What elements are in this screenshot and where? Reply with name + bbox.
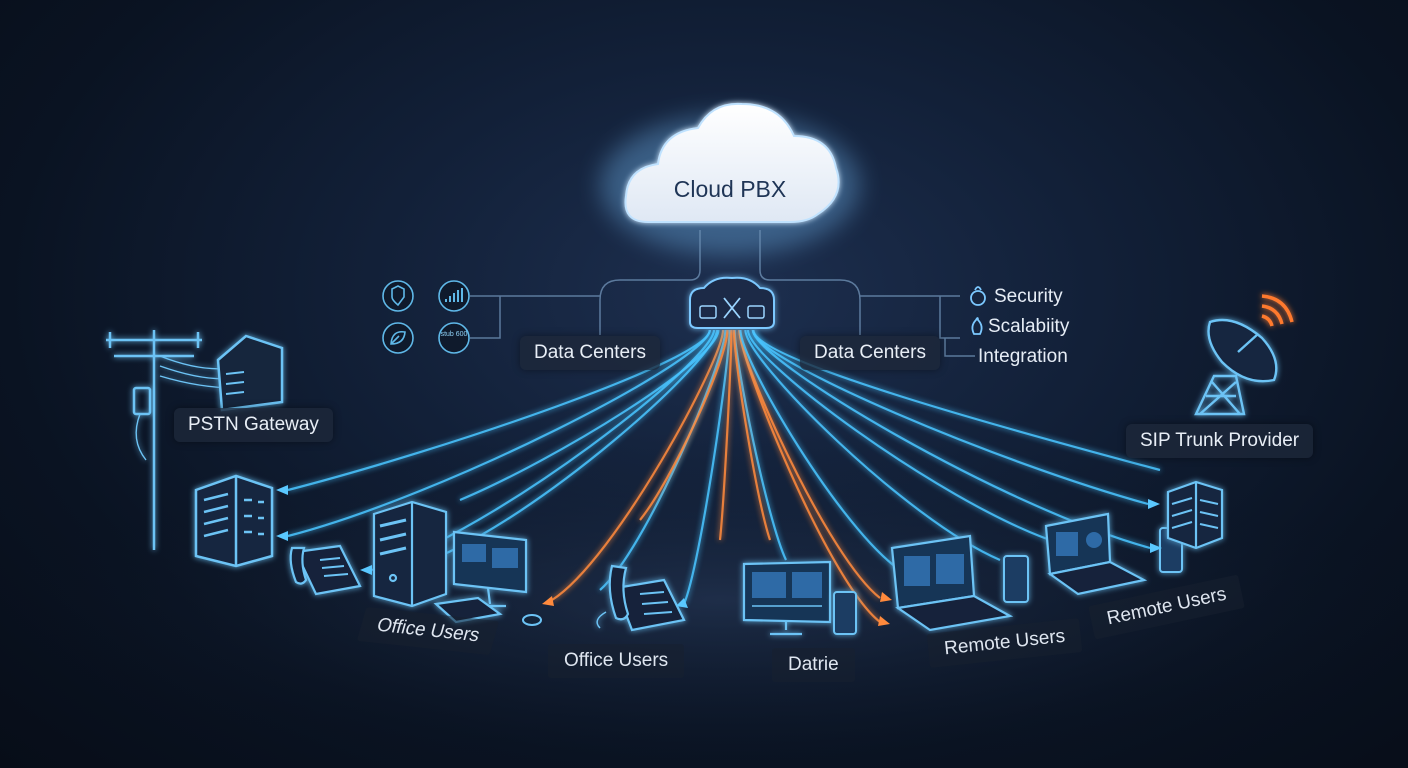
endpoint-label-datrie: Datrie (772, 648, 855, 682)
sip-trunk-provider-label: SIP Trunk Provider (1126, 424, 1314, 458)
desk-phone-icon (289, 544, 362, 596)
network-cable (751, 329, 1149, 506)
feature-security: Security (994, 286, 1063, 307)
feature-scalability: Scalabiity (988, 316, 1070, 337)
laptop-icon (890, 534, 1014, 632)
mouse-icon (522, 614, 542, 626)
house-icon (216, 334, 284, 412)
endpoint-label-office-users-2: Office Users (548, 644, 685, 678)
laptop-icon (1044, 512, 1148, 596)
network-cable (746, 329, 1051, 542)
network-cable (732, 329, 772, 541)
network-cable (459, 329, 720, 502)
hub-branch-lines (470, 230, 975, 357)
shield-icon (382, 280, 414, 312)
network-cable (551, 329, 725, 601)
signal-bars-icon (438, 280, 470, 312)
desktop-monitor-icon (742, 560, 832, 636)
mini-icons (382, 280, 470, 354)
mobile-phone-icon (833, 591, 857, 635)
server-tower-icon (372, 500, 448, 608)
mobile-phone-icon (1003, 555, 1029, 603)
cloud-pbx (624, 102, 840, 223)
office-building-icon (194, 474, 274, 568)
network-cable (739, 329, 901, 571)
central-hub (689, 276, 775, 329)
arrowheads (276, 485, 1162, 608)
network-cable (287, 329, 711, 492)
metrics-icon-text: stub 600 (441, 331, 468, 338)
leaf-icon (382, 322, 414, 354)
network-cable (682, 329, 731, 605)
desk-phone-icon (596, 564, 686, 632)
network-cable (718, 329, 733, 541)
lock-icon (970, 286, 986, 306)
pstn-gateway-label: PSTN Gateway (174, 408, 333, 442)
network-cable (287, 329, 711, 538)
network-cable (733, 329, 787, 561)
network-cable (639, 329, 729, 521)
network-cable (738, 329, 881, 599)
arrowheads-orange (542, 592, 892, 626)
data-centers-left-label: Data Centers (520, 336, 660, 370)
scale-icon (971, 317, 983, 335)
data-centers-right-label: Data Centers (800, 336, 940, 370)
network-cable (752, 329, 1161, 472)
wireless-signal-icon (1261, 294, 1294, 327)
satellite-dish-icon (1194, 318, 1278, 416)
server-rack-icon (1166, 480, 1224, 550)
feature-integration: Integration (978, 346, 1068, 367)
cloud-pbx-label: Cloud PBX (673, 176, 787, 202)
metrics-icon (438, 322, 470, 354)
